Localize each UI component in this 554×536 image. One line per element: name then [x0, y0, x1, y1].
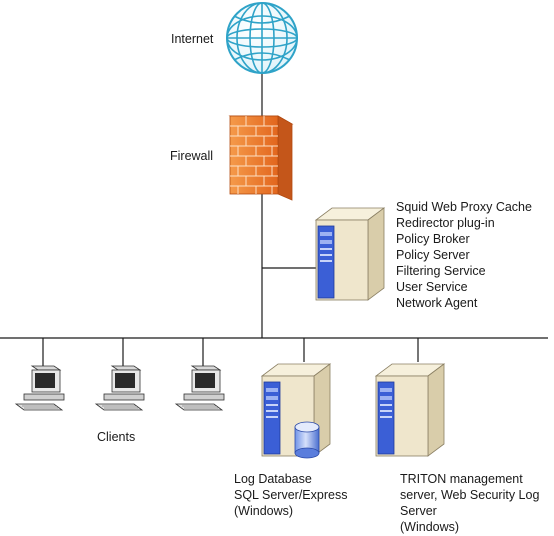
triton-label-line: server, Web Security Log — [400, 488, 540, 502]
firewall-icon — [228, 115, 294, 201]
proxy-server-icon — [314, 207, 386, 301]
component-label: Policy Server — [396, 248, 470, 262]
internet-label: Internet — [171, 32, 214, 46]
proxy-server-components-list: Squid Web Proxy Cache Redirector plug-in… — [396, 199, 532, 311]
component-label: Redirector plug-in — [396, 216, 495, 230]
triton-label-line: Server — [400, 504, 437, 518]
client-computer-icon — [14, 365, 65, 411]
component-label: Filtering Service — [396, 264, 486, 278]
log-database-label-line: (Windows) — [234, 504, 294, 518]
triton-server-label: TRITON management server, Web Security L… — [400, 471, 539, 535]
component-label: Network Agent — [396, 296, 478, 310]
clients-label: Clients — [97, 430, 136, 444]
component-label: Squid Web Proxy Cache — [396, 200, 532, 214]
component-label: User Service — [396, 280, 468, 294]
globe-icon — [226, 2, 298, 74]
log-database-label: Log Database SQL Server/Express (Windows… — [234, 471, 347, 519]
firewall-label: Firewall — [170, 149, 214, 163]
triton-label-line: (Windows) — [400, 520, 460, 534]
component-label: Policy Broker — [396, 232, 470, 246]
log-database-label-line: Log Database — [234, 472, 312, 486]
client-computer-icon — [94, 365, 145, 411]
triton-server-icon — [374, 363, 446, 457]
client-computer-icon — [174, 365, 225, 411]
database-icon — [294, 421, 320, 459]
triton-label-line: TRITON management — [400, 472, 523, 486]
log-database-label-line: SQL Server/Express — [234, 488, 348, 502]
